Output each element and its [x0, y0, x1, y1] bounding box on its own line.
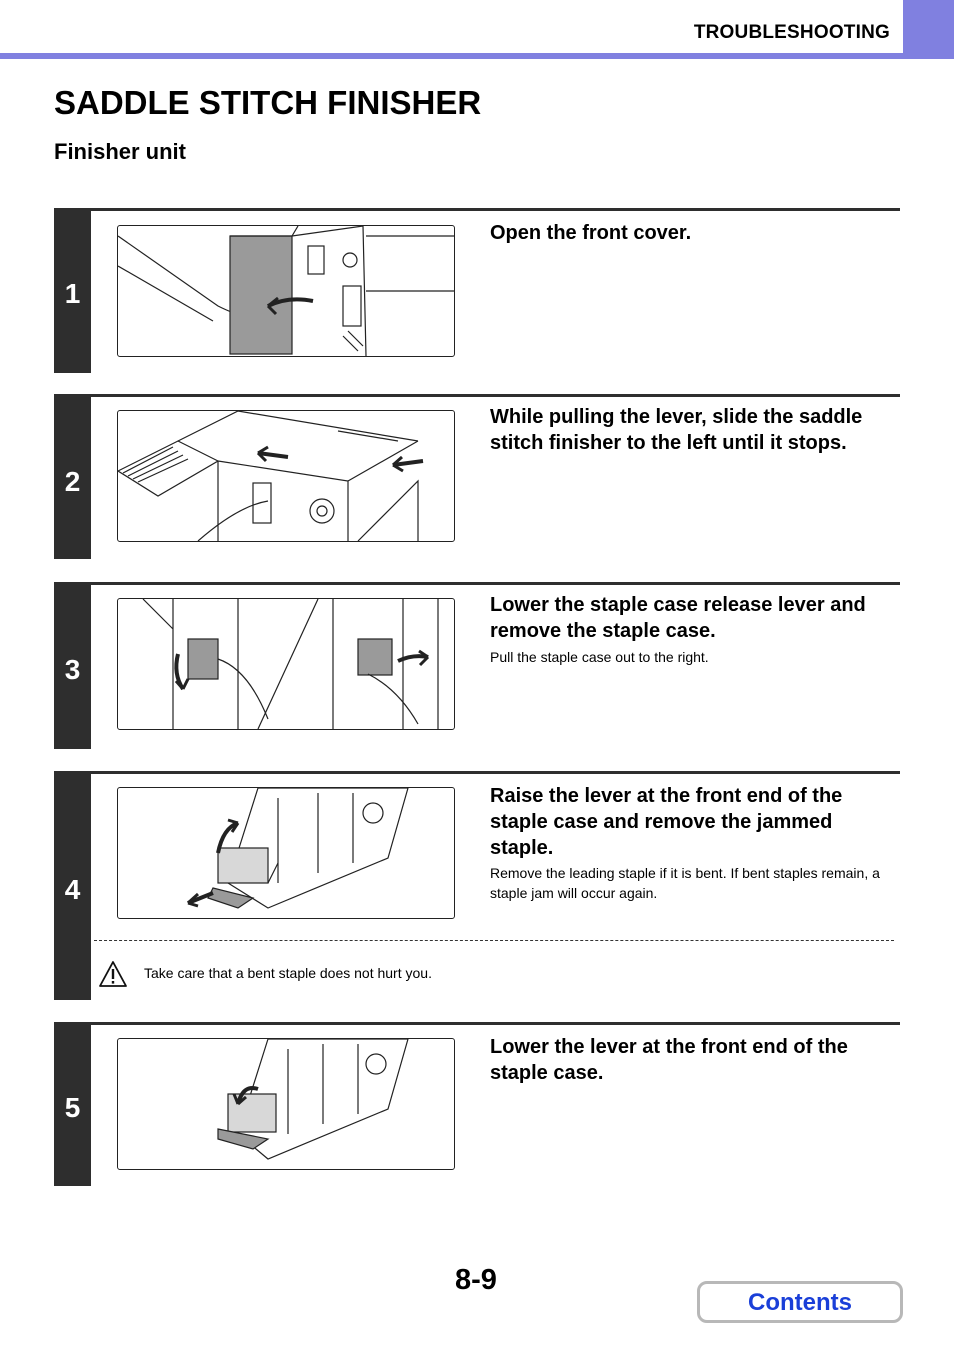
section-header: TROUBLESHOOTING: [693, 22, 890, 43]
step-instruction: Raise the lever at the front end of the …: [490, 785, 843, 859]
step-illustration: [117, 1038, 455, 1170]
step-instruction: Lower the staple case release lever and …: [490, 594, 866, 642]
step-illustration: [117, 787, 455, 919]
step-number: 4: [64, 874, 81, 905]
step-illustration: [117, 225, 455, 357]
header-accent-tab: [903, 0, 954, 59]
step-number-bar: [54, 771, 91, 1000]
step-number: 3: [64, 654, 81, 685]
page-number: 8-9: [455, 1264, 497, 1296]
step-note: Pull the staple case out to the right.: [490, 649, 709, 665]
step-number-bar: [54, 394, 91, 559]
step-number: 2: [64, 466, 81, 497]
section-title: Finisher unit: [54, 139, 186, 164]
step-4: 4 Raise the lever at the front end of th…: [54, 771, 900, 1000]
header-accent-line: [0, 53, 954, 59]
step-divider: [54, 394, 900, 397]
step-number-bar: [54, 1022, 91, 1186]
step-instruction: Open the front cover.: [490, 222, 692, 244]
step-illustration: [117, 598, 455, 730]
step-number: 5: [64, 1092, 81, 1123]
caution-text: Take care that a bent staple does not hu…: [144, 965, 432, 981]
warning-triangle-icon: [98, 960, 128, 993]
step-divider: [54, 771, 900, 774]
step-3: 3 Lower the staple case release lever an…: [54, 582, 900, 749]
step-divider: [54, 208, 900, 211]
step-illustration: [117, 410, 455, 542]
step-instruction: While pulling the lever, slide the saddl…: [490, 406, 863, 454]
step-divider: [54, 1022, 900, 1025]
step-number: 1: [64, 278, 81, 309]
step-number-bar: [54, 582, 91, 749]
caution-divider: [94, 940, 894, 941]
page-title: SADDLE STITCH FINISHER: [54, 84, 482, 121]
step-divider: [54, 582, 900, 585]
step-5: 5 Lower the lever at the front end of th…: [54, 1022, 900, 1186]
step-instruction: Lower the lever at the front end of the …: [490, 1036, 848, 1084]
step-number-bar: [54, 208, 91, 373]
step-1: 1 Open the front cover.: [54, 208, 900, 373]
step-note: Remove the leading staple if it is bent.…: [490, 865, 880, 901]
step-2: 2 While pulling the lever, slide the sad…: [54, 394, 900, 559]
contents-button[interactable]: Contents: [697, 1281, 903, 1323]
